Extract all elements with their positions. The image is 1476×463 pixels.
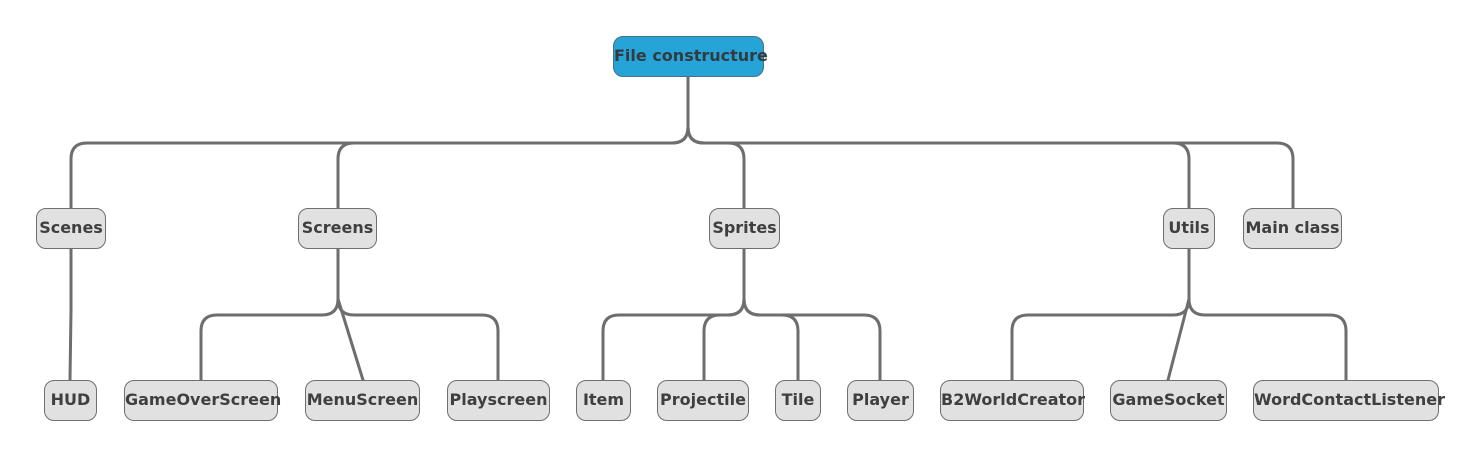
connector-utils-wordcontactlistener <box>1187 247 1348 382</box>
connector-screens-playscreen <box>336 247 500 382</box>
node-b2worldcreator[interactable]: B2WorldCreator <box>940 380 1085 421</box>
node-gameoverscreen[interactable]: GameOverScreen <box>124 380 281 421</box>
connector-sprites-projectile <box>702 247 746 382</box>
connector-sprites-player <box>742 247 882 382</box>
node-wordcontactlistener[interactable]: WordContactListener <box>1253 380 1445 421</box>
connector-screens-gameoverscreen <box>199 247 340 382</box>
node-player[interactable]: Player <box>847 380 914 421</box>
node-screens[interactable]: Screens <box>298 208 377 249</box>
connector-root-screens <box>336 74 690 210</box>
node-main-class[interactable]: Main class <box>1243 208 1342 249</box>
node-sprites[interactable]: Sprites <box>709 208 780 249</box>
node-scenes[interactable]: Scenes <box>36 208 106 249</box>
root-node[interactable]: File constructure <box>613 36 768 77</box>
connector-scenes-hud <box>68 247 73 382</box>
node-tile[interactable]: Tile <box>775 380 821 421</box>
node-utils[interactable]: Utils <box>1163 208 1215 249</box>
connector-root-main-class <box>686 74 1295 210</box>
node-menuscreen[interactable]: MenuScreen <box>305 380 420 421</box>
node-item[interactable]: Item <box>576 380 631 421</box>
node-gamesocket[interactable]: GameSocket <box>1110 380 1227 421</box>
node-hud[interactable]: HUD <box>44 380 97 421</box>
node-projectile[interactable]: Projectile <box>657 380 749 421</box>
node-playscreen[interactable]: Playscreen <box>447 380 550 421</box>
connector-utils-b2worldcreator <box>1010 247 1191 382</box>
